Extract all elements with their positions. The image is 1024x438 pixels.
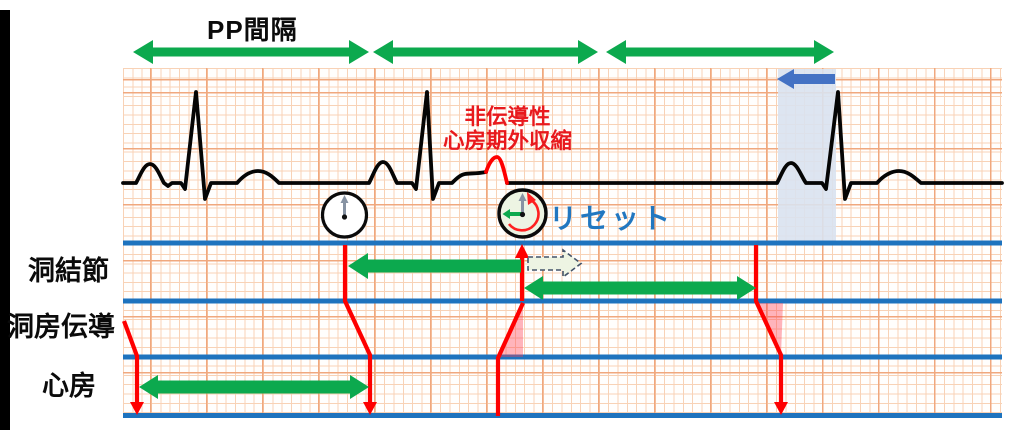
pp-interval-label: PP間隔 — [207, 15, 298, 45]
conduction-lines — [122, 245, 784, 416]
beat3-conduction-line — [753, 245, 784, 404]
reset-shaded-band — [778, 69, 836, 242]
pac-annotation-line2: 心房期外収縮 — [442, 128, 572, 153]
left-arrow-icon — [777, 69, 835, 89]
pp-arrow-3-icon — [606, 40, 834, 64]
pac-annotation-line1: 非伝導性 — [464, 105, 551, 129]
sinus-interval-arrow-1-icon — [348, 253, 521, 279]
reset-clock-hand-up-arrowhead — [518, 193, 527, 201]
beat1-conduction-line — [122, 320, 140, 404]
beat1-down-arrowhead — [130, 402, 144, 415]
ladder-interval-arrows — [139, 253, 756, 399]
atrial-interval-arrow-icon — [139, 375, 369, 399]
clock-icon — [320, 191, 369, 239]
ladder-label-sinus-node: 洞結節 — [28, 256, 109, 286]
sinus-interval-arrow-2-icon — [524, 276, 756, 300]
pp-arrow-1-icon — [133, 40, 369, 64]
clock-hand-arrowhead — [340, 195, 349, 203]
reset-clock-hand-left-arrowhead — [502, 209, 510, 219]
beat2-conduction-line — [342, 245, 373, 404]
clock-pivot — [341, 214, 348, 220]
conduction-arrowheads — [130, 244, 788, 415]
reset-rotation-arc — [507, 198, 540, 232]
reset-clock-pivot — [519, 211, 526, 218]
dashed-right-arrow-icon — [527, 248, 583, 279]
pp-arrow-2-icon — [373, 40, 598, 64]
beat2-down-arrowhead — [363, 402, 377, 415]
ladder-lines — [123, 240, 1002, 418]
left-border-bar — [0, 10, 10, 430]
reset-rotation-arrowhead — [527, 192, 536, 205]
pac-p-wave — [484, 155, 509, 185]
pp-interval-arrows — [133, 40, 834, 64]
ecg-trace — [121, 90, 1004, 201]
ladder-label-atrium: 心房 — [42, 371, 96, 401]
ecg-trace-segment-1 — [121, 90, 488, 201]
ecg-trace-segment-2 — [505, 90, 1004, 201]
clock-reset-icon — [497, 188, 548, 239]
pac-annotation: 非伝導性 心房期外収縮 — [430, 105, 585, 153]
pac-up-arrowhead — [515, 244, 529, 258]
ladder-label-sa-conduction: 洞房伝導 — [7, 312, 115, 342]
reset-label: リセット — [549, 203, 674, 234]
pac-retrograde-line — [495, 256, 525, 416]
beat3-down-arrowhead — [774, 402, 788, 415]
